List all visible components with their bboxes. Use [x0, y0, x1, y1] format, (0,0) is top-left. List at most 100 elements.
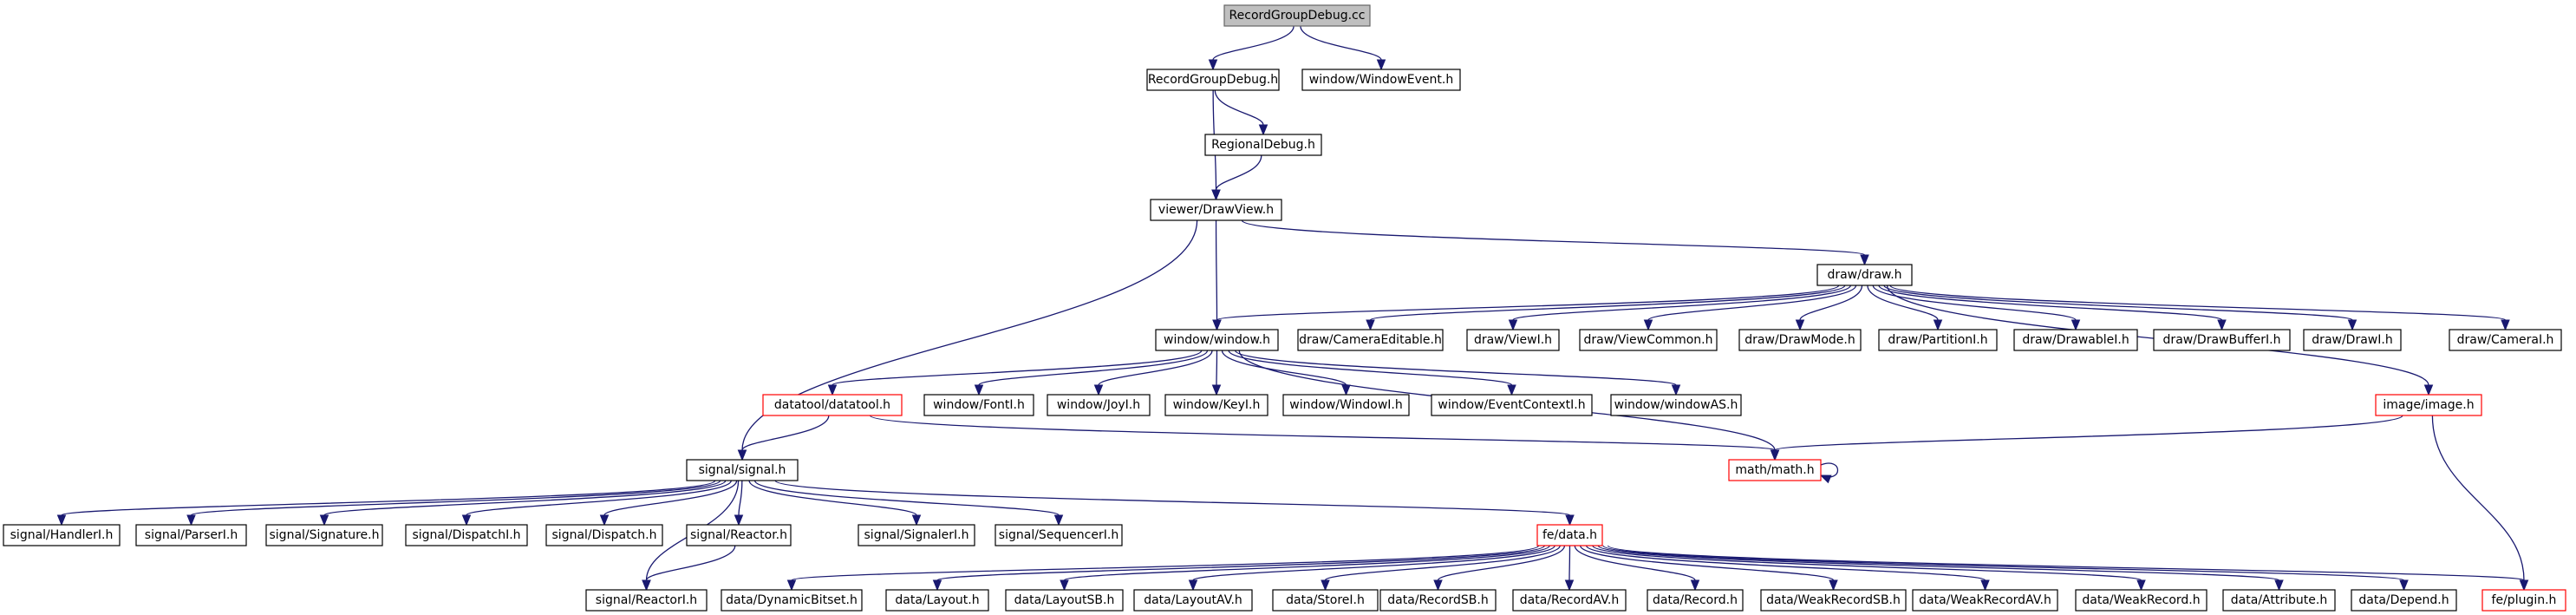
node-signature[interactable]: signal/Signature.h	[265, 524, 383, 546]
node-viewi[interactable]: draw/ViewI.h	[1466, 329, 1560, 351]
node-weakrecord[interactable]: data/WeakRecord.h	[2075, 589, 2208, 612]
edge-line	[1215, 154, 1262, 191]
edge-line	[466, 480, 732, 516]
edge-draw-to-partitioni	[1867, 285, 1943, 331]
edge-arrowhead	[2399, 579, 2409, 592]
node-drawbufferi[interactable]: draw/DrawBufferI.h	[2153, 329, 2291, 351]
node-joyi[interactable]: window/JoyI.h	[1047, 394, 1151, 416]
edge-line	[1216, 285, 1840, 321]
node-dispatch[interactable]: signal/Dispatch.h	[545, 524, 663, 546]
edge-arrowhead	[1507, 384, 1516, 396]
node-keyi[interactable]: window/KeyI.h	[1164, 394, 1268, 416]
edge-signal-to-dispatch	[599, 480, 738, 527]
edge-line	[323, 480, 727, 516]
node-root[interactable]: RecordGroupDebug.cc	[1223, 4, 1371, 27]
edge-line	[1867, 285, 1939, 321]
edge-line	[1098, 350, 1213, 386]
edge-root-to-winevent	[1300, 25, 1386, 71]
node-signal[interactable]: signal/signal.h	[686, 459, 799, 481]
node-depend[interactable]: data/Depend.h	[2351, 589, 2457, 612]
edge-line	[978, 350, 1209, 386]
node-label: data/Record.h	[1653, 593, 1738, 607]
edge-fedata-to-layoutsb	[1060, 545, 1550, 592]
node-image[interactable]: image/image.h	[2375, 394, 2482, 416]
node-cameditable[interactable]: draw/CameraEditable.h	[1297, 329, 1444, 351]
node-label: image/image.h	[2383, 398, 2474, 412]
node-windowi[interactable]: window/WindowI.h	[1282, 394, 1410, 416]
edge-line	[1774, 415, 2403, 451]
node-signaleri[interactable]: signal/SignalerI.h	[858, 524, 975, 546]
node-winevent[interactable]: window/WindowEvent.h	[1301, 69, 1461, 91]
edge-arrowhead	[1433, 579, 1443, 592]
node-parseri[interactable]: signal/ParserI.h	[135, 524, 247, 546]
node-math[interactable]: math/math.h	[1728, 459, 1822, 481]
node-label: RegionalDebug.h	[1211, 138, 1315, 152]
node-windowas[interactable]: window/windowAS.h	[1610, 394, 1742, 416]
node-eventcontext[interactable]: window/EventContextI.h	[1431, 394, 1593, 416]
node-box	[1647, 589, 1744, 612]
node-viewcommon[interactable]: draw/ViewCommon.h	[1579, 329, 1718, 351]
node-datatool[interactable]: datatool/datatool.h	[762, 394, 903, 416]
node-window[interactable]: window/window.h	[1155, 329, 1279, 351]
node-drawmode[interactable]: draw/DrawMode.h	[1738, 329, 1862, 351]
node-dynbitset[interactable]: data/DynamicBitset.h	[721, 589, 863, 612]
node-partitioni[interactable]: draw/PartitionI.h	[1878, 329, 1998, 351]
node-storei[interactable]: data/StoreI.h	[1272, 589, 1379, 612]
node-box	[405, 524, 528, 546]
node-reactor[interactable]: signal/Reactor.h	[686, 524, 792, 546]
node-layout[interactable]: data/Layout.h	[885, 589, 989, 612]
node-box	[2375, 394, 2482, 416]
node-sequenceri[interactable]: signal/SequencerI.h	[995, 524, 1123, 546]
edge-signal-to-handleri	[56, 480, 716, 527]
edge-draw-to-drawablei	[1872, 285, 2081, 331]
edge-line	[1574, 545, 1696, 581]
node-drawview[interactable]: viewer/DrawView.h	[1150, 199, 1282, 221]
edge-draw-to-drawbufferi	[1878, 285, 2227, 331]
node-dispatchi[interactable]: signal/DispatchI.h	[405, 524, 528, 546]
node-rgd_h[interactable]: RecordGroupDebug.h	[1146, 69, 1280, 91]
node-drawablei[interactable]: draw/DrawableI.h	[2013, 329, 2138, 351]
edge-line	[753, 480, 1060, 516]
node-recordav[interactable]: data/RecordAV.h	[1512, 589, 1627, 612]
edge-draw-to-cameditable	[1366, 285, 1846, 331]
edge-window-to-fonti	[974, 350, 1209, 396]
node-layoutsb[interactable]: data/LayoutSB.h	[1005, 589, 1124, 612]
edge-line	[1647, 285, 1857, 321]
node-fedata[interactable]: fe/data.h	[1536, 524, 1603, 546]
node-plugin[interactable]: fe/plugin.h	[2481, 589, 2566, 612]
edge-draw-to-drawi	[1883, 285, 2358, 331]
edge-math-to-math	[1819, 462, 1839, 484]
node-weakrecordav[interactable]: data/WeakRecordAV.h	[1912, 589, 2058, 612]
node-record[interactable]: data/Record.h	[1647, 589, 1744, 612]
node-camerai[interactable]: draw/CameraI.h	[2449, 329, 2562, 351]
node-fonti[interactable]: window/FontI.h	[923, 394, 1034, 416]
node-box	[1536, 524, 1603, 546]
node-layoutav[interactable]: data/LayoutAV.h	[1133, 589, 1253, 612]
edge-line	[869, 415, 1776, 451]
node-weakrecordsb[interactable]: data/WeakRecordSB.h	[1760, 589, 1907, 612]
node-box	[1878, 329, 1998, 351]
edge-line	[1235, 350, 1677, 386]
node-label: data/WeakRecordSB.h	[1766, 593, 1901, 607]
node-reactori[interactable]: signal/ReactorI.h	[585, 589, 708, 612]
edge-fedata-to-recordav	[1564, 545, 1575, 592]
edge-signal-to-reactor	[734, 480, 744, 527]
node-label: draw/CameraEditable.h	[1299, 333, 1442, 347]
node-drawi[interactable]: draw/DrawI.h	[2303, 329, 2402, 351]
node-label: RecordGroupDebug.cc	[1229, 9, 1366, 23]
edge-line	[1883, 285, 2353, 321]
edge-line	[1580, 545, 1835, 581]
edge-arrowhead	[2501, 319, 2510, 331]
node-attribute[interactable]: data/Attribute.h	[2222, 589, 2336, 612]
edge-arrowhead	[186, 514, 196, 527]
node-recordsb[interactable]: data/RecordSB.h	[1379, 589, 1497, 612]
node-label: signal/signal.h	[699, 463, 786, 477]
node-regional[interactable]: RegionalDebug.h	[1204, 134, 1322, 156]
node-handleri[interactable]: signal/HandlerI.h	[3, 524, 121, 546]
node-draw[interactable]: draw/draw.h	[1816, 264, 1913, 286]
edge-arrowhead	[1564, 579, 1575, 592]
edge-window-to-joyi	[1093, 350, 1213, 396]
edge-line	[1228, 350, 1513, 386]
edge-line	[1214, 89, 1264, 126]
